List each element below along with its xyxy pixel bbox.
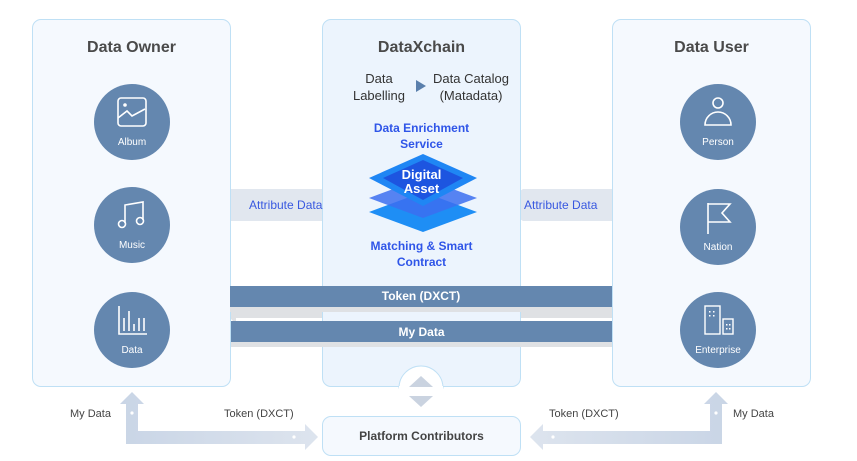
dataxchain-title: DataXchain [377,39,466,56]
matching-line2: Contract [396,255,447,269]
matching-line1: Matching & Smart [370,239,473,253]
footer-arrow-left [120,392,318,450]
platform-contributors-box[interactable]: Platform Contributors [322,416,521,456]
my-data-band-label: My Data [398,325,445,339]
attribute-data-right-label: Attribute Data [524,198,598,212]
music-label: Music [118,240,146,251]
flow-left-line2: Labelling [352,88,406,103]
enrichment-service-text: Data Enrichment Service [323,120,520,152]
data-labelling-text: Data Labelling [349,70,409,104]
attribute-data-left-label: Attribute Data [249,198,323,212]
matching-contract-text: Matching & Smart Contract [323,238,520,270]
platform-contributors-label: Platform Contributors [359,429,484,443]
enrichment-line1: Data Enrichment [373,121,470,135]
person-label: Person [702,137,734,148]
bar-chart-icon [118,306,147,335]
play-arrow-icon [416,80,426,92]
album-label: Album [117,137,147,148]
music-item[interactable]: Music [94,187,170,263]
attribute-arrow-left [231,189,348,221]
enrichment-line2: Service [400,137,443,151]
data-catalog-text: Data Catalog (Matadata) [427,70,515,104]
flow-right-line1: Data Catalog [433,71,509,86]
token-band-label: Token (DXCT) [381,289,461,303]
music-note-icon [117,201,145,229]
asset-line1: Digital [401,167,442,182]
attribute-arrow-right [498,189,612,221]
data-owner-title: Data Owner [87,39,176,56]
nation-item[interactable]: Nation [680,189,756,265]
digital-asset-text: Digital Asset [323,168,520,196]
footer-left-token: Token (DXCT) [224,408,294,420]
building-icon [704,305,734,335]
data-label: Data [121,345,143,356]
data-item[interactable]: Data [94,292,170,368]
enterprise-label: Enterprise [695,345,741,356]
person-item[interactable]: Person [680,84,756,160]
image-icon [117,97,147,127]
person-icon [704,97,732,126]
footer-arrow-right [530,392,728,450]
footer-right-my-data: My Data [733,408,774,420]
data-owner-panel: Data Owner Album Music Data [32,19,231,387]
data-user-panel: Data User Person Nation Enterprise [612,19,811,387]
album-item[interactable]: Album [94,84,170,160]
flow-right-line2: (Matadata) [439,88,503,103]
footer-right-token: Token (DXCT) [549,408,619,420]
enterprise-item[interactable]: Enterprise [680,292,756,368]
footer-left-my-data: My Data [70,408,111,420]
digital-asset-layers-icon[interactable] [367,152,479,236]
flow-left-line1: Data [365,71,393,86]
nation-label: Nation [703,242,733,253]
flag-icon [707,203,732,234]
data-user-title: Data User [674,39,749,56]
asset-line2: Asset [403,181,440,196]
